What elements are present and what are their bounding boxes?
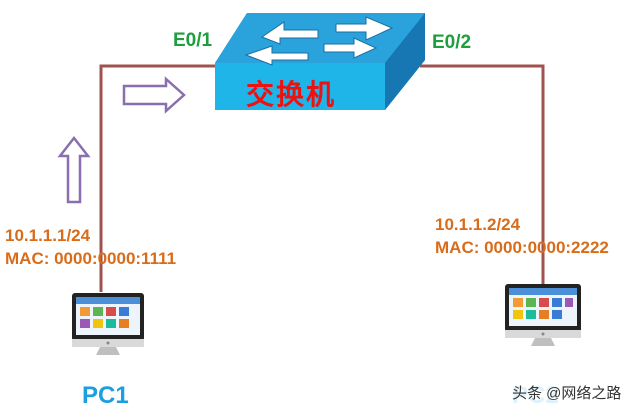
switch-icon bbox=[215, 13, 425, 110]
arrow-right-icon bbox=[122, 76, 186, 114]
pc1-name: PC1 bbox=[82, 382, 129, 409]
switch-label: 交换机 bbox=[246, 79, 337, 110]
pc2-mac: MAC: 0000:0000:2222 bbox=[435, 238, 609, 257]
pc2-ip: 10.1.1.2/24 bbox=[435, 215, 521, 234]
port-label-left: E0/1 bbox=[173, 30, 213, 51]
switch-arrows bbox=[244, 16, 394, 66]
switch-front bbox=[215, 63, 385, 110]
pc1-ip: 10.1.1.1/24 bbox=[5, 226, 91, 245]
switch-side bbox=[385, 13, 425, 110]
pc1-mac: MAC: 0000:0000:1111 bbox=[5, 249, 177, 268]
computer-icon bbox=[72, 293, 144, 355]
computer-icon bbox=[505, 284, 581, 346]
port-label-right: E0/2 bbox=[432, 32, 472, 53]
link-pc1-switch bbox=[99, 64, 220, 292]
link-switch-pc2 bbox=[420, 64, 545, 285]
arrow-up-icon bbox=[57, 135, 91, 204]
watermark: 头条 @网络之路 bbox=[508, 381, 626, 404]
